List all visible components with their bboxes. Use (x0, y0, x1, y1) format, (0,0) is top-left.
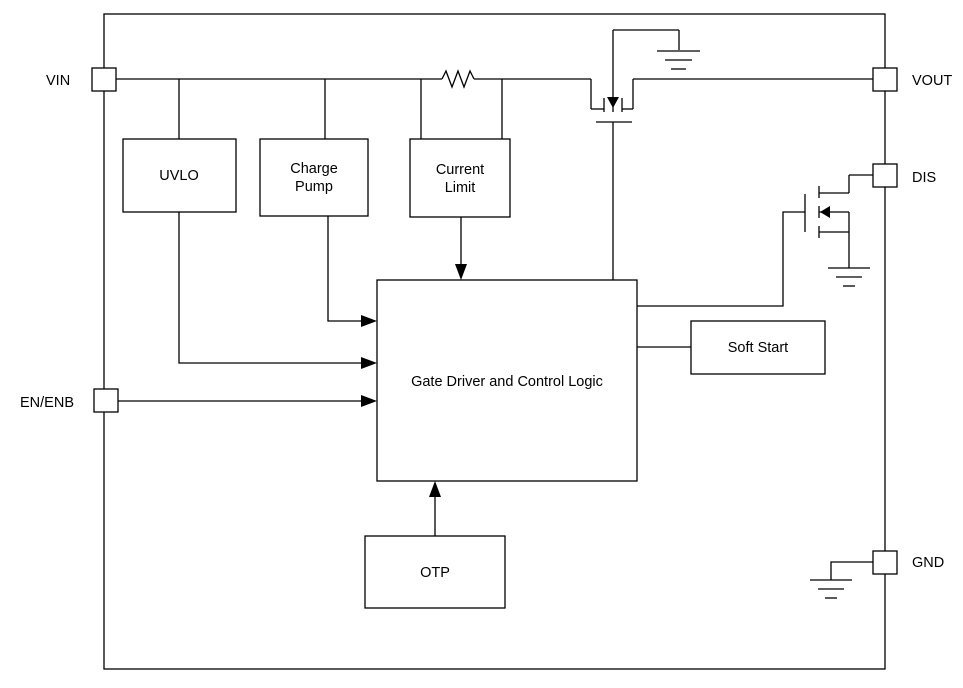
uvlo-label: UVLO (159, 168, 199, 184)
en-pin (93, 388, 119, 413)
vin-label: VIN (46, 73, 70, 89)
ground-symbol-gnd (810, 579, 852, 599)
current-limit-label-1: Current (436, 162, 484, 178)
current-limit-block (409, 138, 511, 218)
arrow-otp (429, 481, 441, 497)
current-limit-label-2: Limit (445, 180, 476, 196)
charge-pump-label-1: Charge (290, 161, 338, 177)
sense-resistor (441, 69, 475, 89)
vin-pin (91, 67, 117, 92)
soft-start-label: Soft Start (728, 340, 788, 356)
uvlo-block (122, 138, 237, 213)
gate-driver-block (376, 279, 638, 482)
ground-symbol-top (657, 50, 700, 70)
charge-pump-block (259, 138, 369, 217)
gnd-pin (872, 550, 898, 575)
soft-start-block (690, 320, 826, 375)
vout-pin (872, 67, 898, 92)
ground-symbol-dis (828, 267, 870, 287)
dis-pin (872, 163, 898, 188)
gate-driver-label: Gate Driver and Control Logic (411, 374, 603, 390)
gnd-label: GND (912, 555, 944, 571)
arrow-uvlo (361, 357, 377, 369)
pass-mosfet (591, 29, 873, 280)
arrow-charge-pump (361, 315, 377, 327)
discharge-mosfet (804, 174, 873, 268)
arrow-current-limit (455, 264, 467, 280)
vin-rail (116, 69, 592, 109)
arrow-enable (361, 395, 377, 407)
otp-block (364, 535, 506, 609)
dis-label: DIS (912, 170, 936, 186)
charge-pump-label-2: Pump (295, 179, 333, 195)
otp-label: OTP (420, 565, 450, 581)
vout-label: VOUT (912, 73, 952, 89)
package-outline (103, 13, 886, 670)
en-label: EN/ENB (20, 395, 74, 411)
